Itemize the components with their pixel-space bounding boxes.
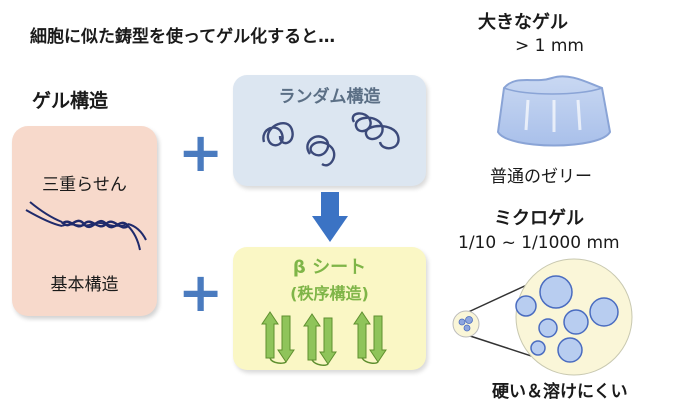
triple-helix-label: 三重らせん [42, 175, 127, 195]
down-arrow-icon [312, 192, 348, 242]
hard-insoluble-label: 硬い＆溶けにくい [492, 382, 628, 402]
diagram-title: 細胞に似た鋳型を使ってゲル化すると… [30, 27, 336, 47]
beta-sheet-icon [261, 311, 387, 366]
plus-icon-bottom: + [178, 261, 224, 324]
random-coil-icon [262, 112, 400, 167]
large-gel-heading: 大きなゲル [478, 12, 568, 33]
micro-gel-size: 1/10 ~ 1/1000 mm [458, 233, 620, 253]
basic-structure-label: 基本構造 [50, 275, 119, 295]
beta-sheet-label: β シート [292, 257, 367, 278]
plus-icon-top: + [178, 121, 224, 184]
triple-helix-icon [25, 201, 147, 251]
microgel-magnified-icon [452, 258, 633, 376]
micro-gel-heading: ミクロゲル [494, 208, 584, 229]
jelly-icon [496, 75, 612, 147]
random-structure-label: ランダム構造 [278, 87, 381, 107]
ordered-structure-label: (秩序構造) [290, 284, 369, 303]
gel-structure-box [12, 126, 157, 316]
ordinary-jelly-label: 普通のゼリー [490, 167, 592, 187]
gel-structure-heading: ゲル構造 [32, 90, 109, 112]
large-gel-size: > 1 mm [515, 36, 584, 56]
